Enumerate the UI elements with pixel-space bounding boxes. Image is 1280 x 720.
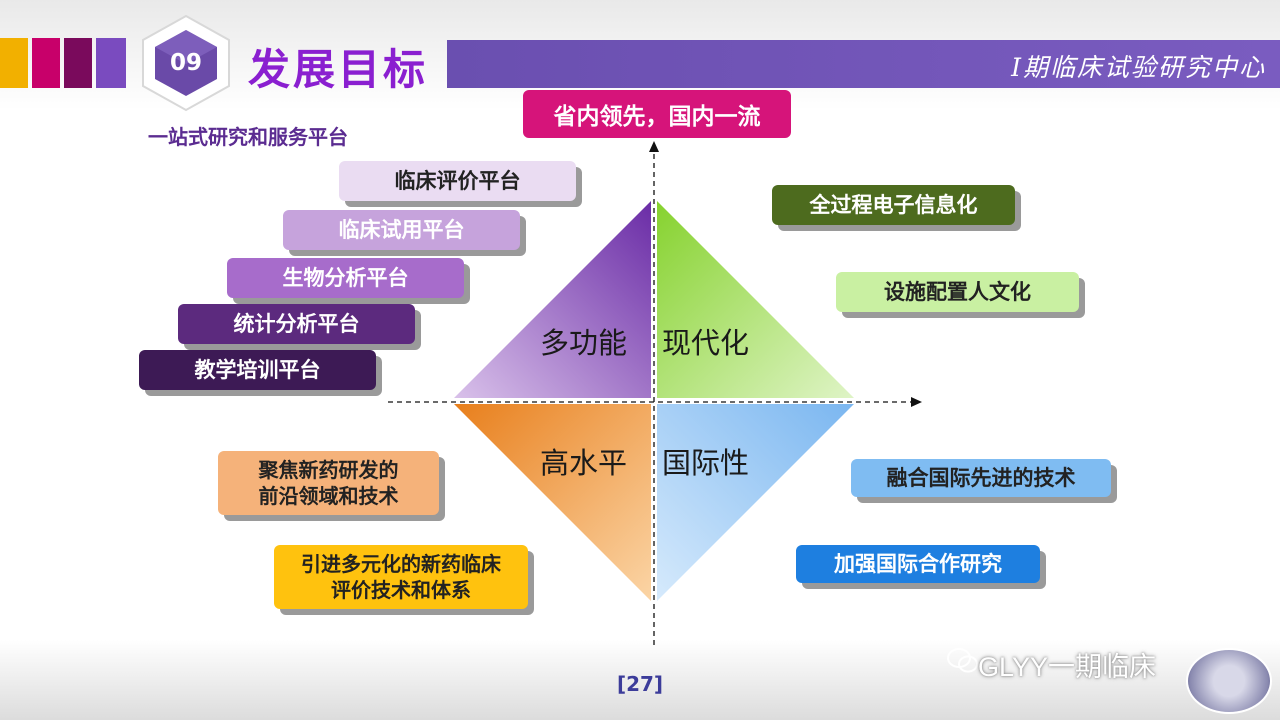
wechat-icon <box>947 648 978 673</box>
modern-humanized: 设施配置人文化 <box>836 272 1079 312</box>
high-level-diversified-line2: 评价技术和体系 <box>331 578 471 602</box>
label-international: 国际性 <box>662 446 750 480</box>
label-modernization: 现代化 <box>662 326 750 360</box>
header-stripe-magenta <box>32 38 60 88</box>
modern-electronic: 全过程电子信息化 <box>772 185 1015 225</box>
high-level-frontier-line2: 前沿领域和技术 <box>258 484 399 508</box>
page-number: [27] <box>616 672 664 696</box>
horizontal-axis-arrow <box>911 397 922 407</box>
subtitle: 一站式研究和服务平台 <box>148 125 348 149</box>
platform-clinical-evaluation: 临床评价平台 <box>339 161 576 201</box>
header-bar: I期临床试验研究中心 <box>447 40 1280 88</box>
center-name: I期临床试验研究中心 <box>1011 53 1266 82</box>
vertical-axis-arrow <box>649 141 659 152</box>
page-title: 发展目标 <box>248 45 429 94</box>
intl-advanced-tech: 融合国际先进的技术 <box>851 459 1111 497</box>
section-badge: 09 <box>137 14 235 112</box>
high-level-frontier-line1: 聚焦新药研发的 <box>258 458 399 482</box>
platform-teaching: 教学培训平台 <box>139 350 376 390</box>
quadrant-bottom-right <box>657 404 854 601</box>
goal-banner: 省内领先，国内一流 <box>523 90 791 138</box>
quadrant-top-right <box>657 201 854 398</box>
section-number: 09 <box>169 50 202 76</box>
high-level-diversified: 引进多元化的新药临床 评价技术和体系 <box>274 545 528 609</box>
hospital-seal-icon <box>1186 648 1272 714</box>
header-stripe-violet <box>96 38 126 88</box>
label-high-level: 高水平 <box>540 446 628 480</box>
platform-clinical-trial: 临床试用平台 <box>283 210 520 250</box>
quadrant-top-left <box>454 201 651 398</box>
platform-statistics: 统计分析平台 <box>178 304 415 344</box>
watermark: GLYY一期临床 <box>978 652 1157 682</box>
high-level-diversified-line1: 引进多元化的新药临床 <box>301 552 501 576</box>
header-stripe-yellow <box>0 38 28 88</box>
high-level-frontier: 聚焦新药研发的 前沿领域和技术 <box>218 451 439 515</box>
intl-cooperation: 加强国际合作研究 <box>796 545 1040 583</box>
platform-bioanalysis: 生物分析平台 <box>227 258 464 298</box>
quadrant-bottom-left <box>454 404 651 601</box>
header-stripe-plum <box>64 38 92 88</box>
label-multifunction: 多功能 <box>540 326 628 360</box>
